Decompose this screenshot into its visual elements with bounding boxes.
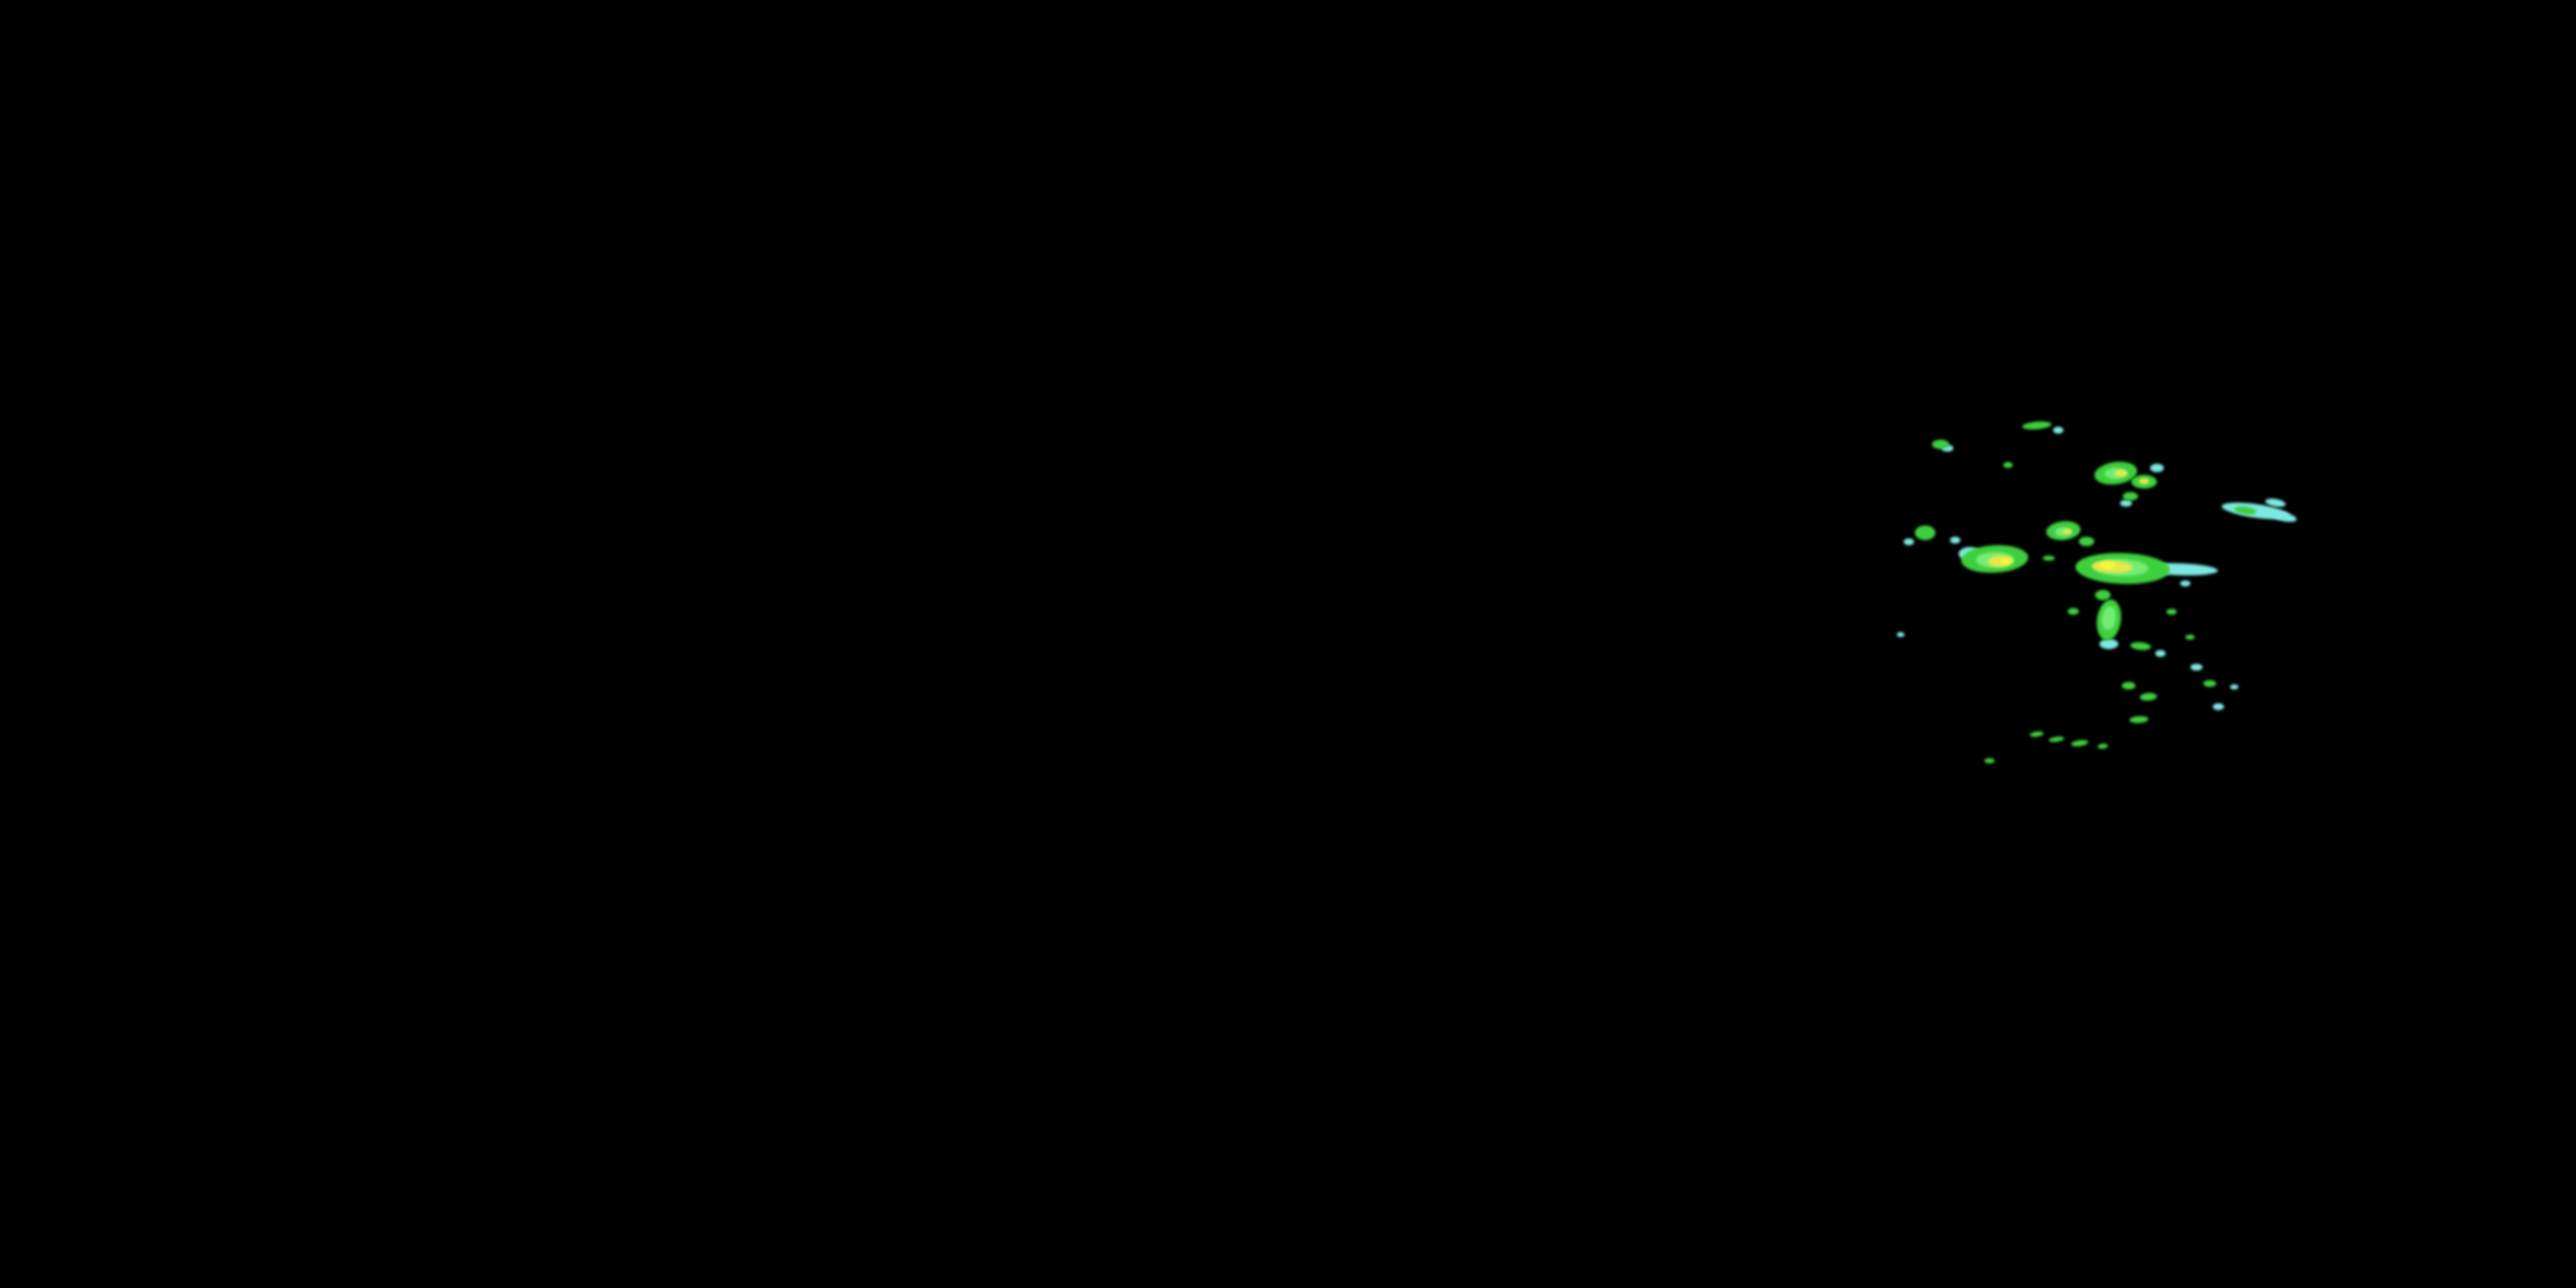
radar-echo — [2029, 730, 2044, 738]
radar-echo — [2180, 580, 2190, 586]
radar-echo — [2043, 556, 2055, 561]
radar-echo — [1932, 439, 1949, 449]
radar-echo — [2129, 641, 2152, 651]
radar-echo — [2212, 703, 2224, 710]
radar-echo — [2230, 684, 2239, 690]
radar-echo — [2062, 529, 2072, 534]
radar-echo — [2001, 559, 2011, 564]
radar-echo — [2100, 562, 2116, 568]
radar-echo — [2114, 470, 2128, 477]
radar-echo — [2184, 635, 2195, 640]
radar-echo — [2270, 509, 2298, 525]
radar-echo — [2070, 738, 2089, 747]
radar-echo — [2139, 691, 2158, 702]
radar-echo — [1915, 525, 1935, 540]
radar-echo — [2021, 420, 2052, 430]
radar-echo — [2202, 680, 2216, 687]
radar-echo — [2048, 735, 2065, 744]
radar-echo — [1896, 632, 1905, 637]
radar-echo — [2053, 427, 2063, 434]
radar-echo — [1904, 538, 1914, 545]
radar-echo — [1984, 758, 1995, 763]
radar-echo — [2079, 536, 2094, 546]
radar-echo — [1950, 537, 1960, 544]
radar-echo — [2123, 492, 2138, 501]
radar-echo — [2095, 590, 2111, 600]
radar-echo — [2097, 743, 2109, 750]
radar-echo — [2120, 500, 2132, 507]
radar-echo — [2122, 681, 2136, 690]
radar-echo — [2190, 664, 2202, 671]
radar-echo — [2139, 477, 2149, 484]
radar-echo — [2099, 639, 2118, 649]
radar-echo — [1941, 445, 1953, 452]
radar-echo — [2002, 461, 2013, 468]
radar-echo — [2150, 464, 2164, 472]
radar-echo — [2067, 608, 2079, 615]
radar-echo — [2155, 650, 2166, 657]
radar-echo — [2166, 608, 2177, 615]
radar-echo — [2129, 715, 2149, 724]
